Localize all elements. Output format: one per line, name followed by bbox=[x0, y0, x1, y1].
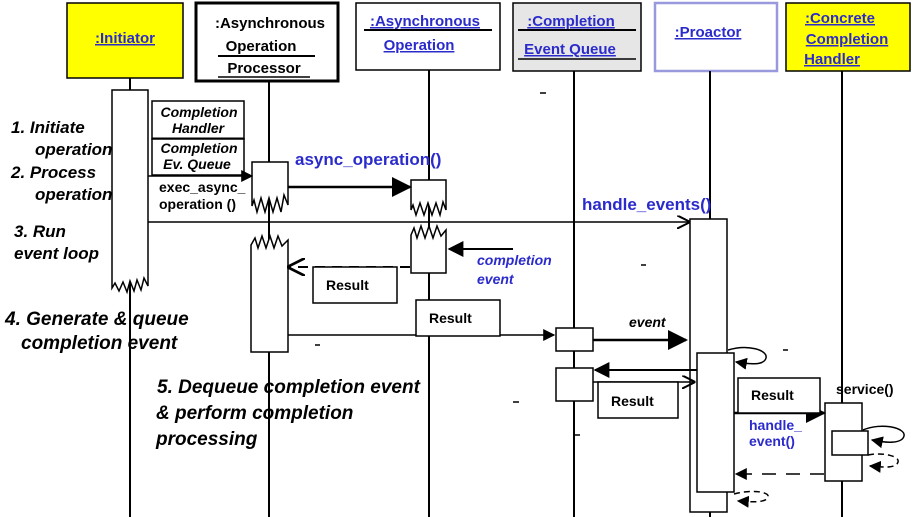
param-handler-1: Completion bbox=[161, 104, 238, 120]
exec-label-1: exec_async_ bbox=[159, 179, 246, 195]
step-3-line-1: 3. Run bbox=[14, 222, 66, 241]
processor-label-2: Operation bbox=[226, 38, 297, 55]
result-label-2: Result bbox=[429, 310, 472, 326]
operation-box bbox=[355, 2, 501, 71]
handler-box bbox=[785, 2, 911, 72]
operation-activation-1 bbox=[410, 179, 447, 218]
param-queue-1: Completion bbox=[161, 140, 238, 156]
step-3-line-2: event loop bbox=[14, 244, 99, 263]
service-self-call bbox=[862, 425, 905, 449]
step-2-line-2: operation bbox=[35, 185, 112, 204]
queue-activation-2 bbox=[555, 367, 594, 402]
service-label: service() bbox=[836, 381, 894, 397]
processor-label-1: :Asynchronous bbox=[215, 15, 325, 32]
result-box-4 bbox=[737, 377, 821, 414]
completion-event-label-1: completion bbox=[477, 252, 552, 268]
step-1-line-2: operation bbox=[35, 140, 112, 159]
handler-activation-inner bbox=[831, 430, 869, 456]
processor-label-3: Processor bbox=[227, 60, 301, 77]
proactor-box bbox=[653, 1, 779, 73]
handle-event-label-2: event() bbox=[749, 433, 795, 449]
param-handler-box bbox=[151, 100, 245, 140]
param-queue-2: Ev. Queue bbox=[163, 156, 231, 172]
exec-label-2: operation () bbox=[159, 196, 236, 212]
queue-activation-1 bbox=[555, 327, 594, 352]
proactor-return-curl bbox=[733, 490, 769, 508]
operation-label-1[interactable]: :Asynchronous bbox=[370, 13, 480, 30]
operation-label-2[interactable]: Operation bbox=[384, 37, 455, 54]
step-5-line-3: processing bbox=[155, 429, 258, 450]
param-queue-box bbox=[151, 138, 245, 176]
step-5-line-2: & perform completion bbox=[156, 403, 353, 424]
handler-label-3[interactable]: Handler bbox=[804, 51, 860, 68]
proactor-label[interactable]: :Proactor bbox=[675, 24, 742, 41]
step-4-line-1: 4. Generate & queue bbox=[4, 309, 189, 330]
param-handler-2: Handler bbox=[172, 120, 226, 136]
processor-activation-2 bbox=[250, 233, 289, 353]
processor-box bbox=[194, 1, 340, 83]
operation-activation-2 bbox=[410, 223, 447, 274]
handle-events-label: handle_events() bbox=[582, 195, 711, 214]
result-label-4: Result bbox=[751, 387, 794, 403]
async-operation-label: async_operation() bbox=[295, 150, 441, 169]
result-label-1: Result bbox=[326, 277, 369, 293]
queue-label-1[interactable]: :Completion bbox=[527, 13, 615, 30]
service-return bbox=[867, 453, 899, 473]
proactor-activation-inner bbox=[696, 352, 735, 493]
handler-label-2[interactable]: Completion bbox=[806, 31, 889, 48]
queue-label-2[interactable]: Event Queue bbox=[524, 41, 616, 58]
handler-label-1[interactable]: :Concrete bbox=[805, 10, 875, 27]
result-box-2 bbox=[415, 299, 501, 337]
stray-ticks bbox=[315, 92, 788, 436]
step-1-line-1: 1. Initiate bbox=[11, 118, 85, 137]
result-box-3 bbox=[597, 381, 679, 419]
proactor-self-call bbox=[727, 346, 767, 370]
result-box-1 bbox=[312, 266, 398, 304]
initiator-activation bbox=[111, 89, 149, 295]
processor-activation-1 bbox=[251, 161, 289, 215]
event-label: event bbox=[629, 314, 667, 330]
result-label-3: Result bbox=[611, 393, 654, 409]
handle-event-label-1: handle_ bbox=[749, 417, 802, 433]
initiator-label[interactable]: :Initiator bbox=[95, 30, 155, 47]
step-2-line-1: 2. Process bbox=[10, 163, 96, 182]
step-4-line-2: completion event bbox=[21, 333, 178, 354]
step-5-line-1: 5. Dequeue completion event bbox=[157, 377, 421, 398]
initiator-box bbox=[66, 2, 184, 79]
completion-event-label-2: event bbox=[477, 271, 515, 287]
